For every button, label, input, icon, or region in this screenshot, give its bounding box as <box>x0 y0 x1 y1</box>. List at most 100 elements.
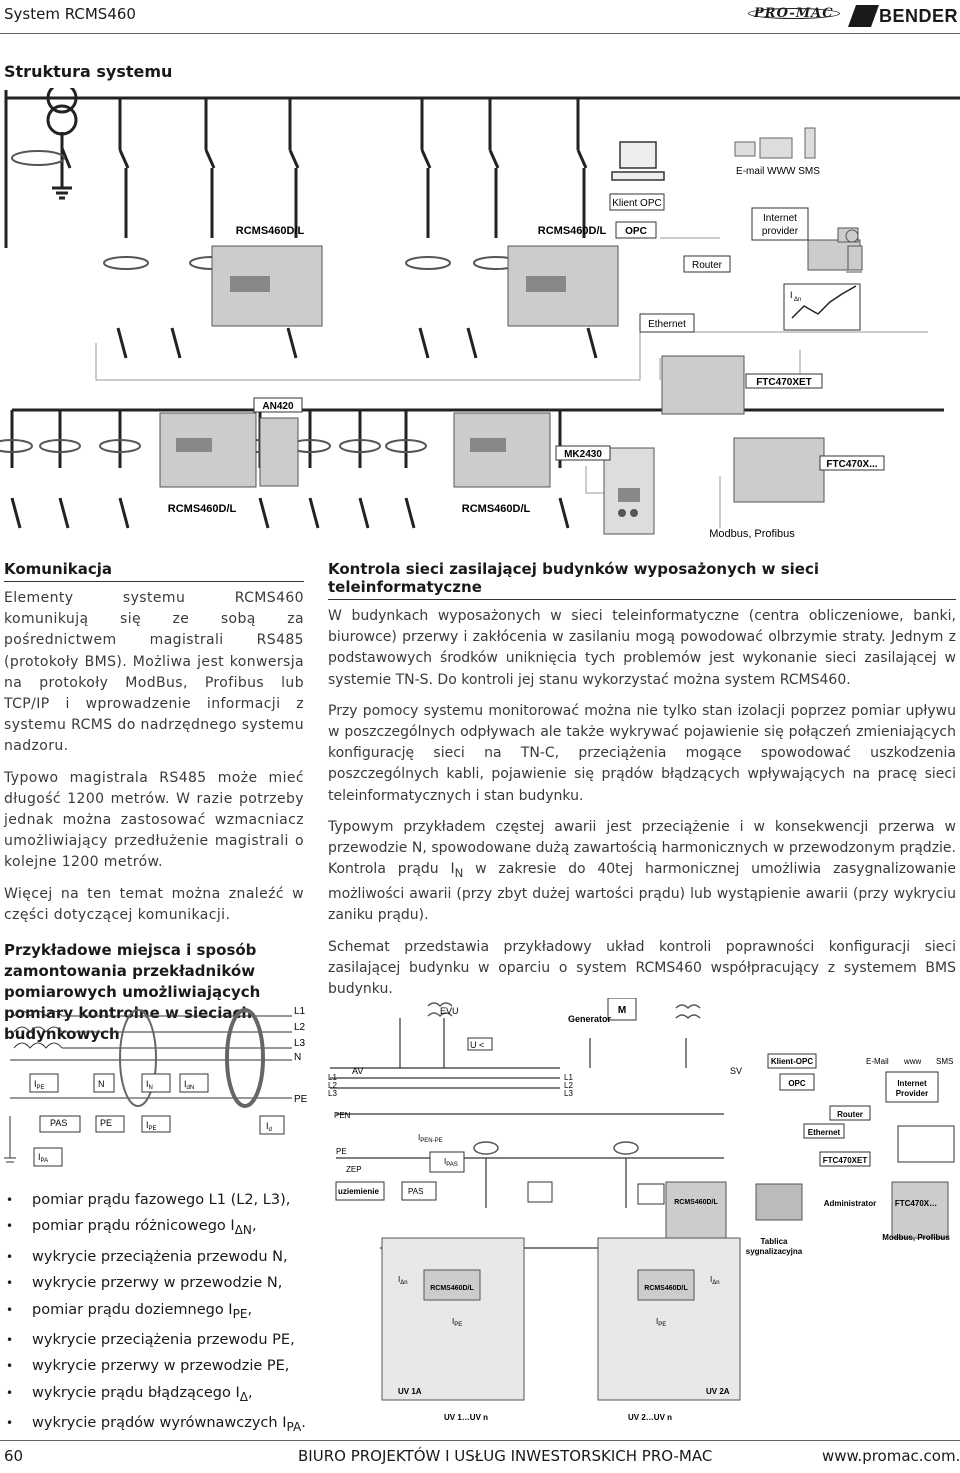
operator-workstation-icon <box>807 227 863 273</box>
label-provider: provider <box>762 226 799 237</box>
label-ipe-uv2: IPE <box>656 1317 666 1328</box>
label-id-box: Id <box>266 1121 272 1133</box>
bullet-item: wykrycie przeciążenia przewodu N, <box>4 1244 324 1271</box>
label-ipas: IPAS <box>444 1157 458 1168</box>
bender-logo: BENDER <box>847 4 958 28</box>
label-sv: SV <box>730 1066 742 1076</box>
label-rcms-right-top: RCMS460D/L <box>538 225 607 237</box>
bullet-item: wykrycie prądu błądzącego IΔ, <box>4 1380 324 1410</box>
label-rcms-left-bottom: RCMS460D/L <box>168 503 237 515</box>
email-devices-icon <box>734 127 816 159</box>
measurement-bullets: pomiar prądu fazowego L1 (L2, L3), pomia… <box>4 1187 324 1440</box>
label-rcms-uv2: RCMS460D/L <box>644 1285 688 1292</box>
label-pe-box: PE <box>100 1118 112 1128</box>
computer-icon <box>611 141 665 181</box>
label-internet-2: Internet <box>897 1079 927 1088</box>
label-rcms-right-top: RCMS460D/L <box>674 1199 718 1206</box>
system-structure-diagram: RCMS460D/L RCMS460D/L Klient OPC OPC E-m… <box>0 88 960 540</box>
label-generator: Generator <box>568 1014 612 1024</box>
label-email-2: E-Mail <box>866 1057 889 1066</box>
bullet-item: wykrycie prądów wyrównawczych IPA. <box>4 1410 324 1440</box>
label-pas-box: PAS <box>50 1118 67 1128</box>
label-rcms-uv1: RCMS460D/L <box>430 1285 474 1292</box>
left-column: Komunikacja Elementy systemu RCMS460 kom… <box>4 560 304 1045</box>
label-ftc470xet: FTC470XET <box>756 377 812 388</box>
label-l1-gen: L1 <box>564 1073 573 1082</box>
label-m: M <box>618 1005 626 1016</box>
idn-trend-curve <box>791 285 857 319</box>
label-av: AV <box>352 1066 363 1076</box>
label-ipe2-box: IPE <box>146 1120 157 1132</box>
label-ipe-box: IPE <box>34 1079 45 1091</box>
label-uv2n: UV 2…UV n <box>628 1413 672 1422</box>
right-paragraph-1: W budynkach wyposażonych w sieci teleinf… <box>328 608 956 688</box>
bullet-item: pomiar prądu fazowego L1 (L2, L3), <box>4 1187 324 1214</box>
bullet-item: wykrycie przerwy w przewodzie PE, <box>4 1353 324 1380</box>
footer-url[interactable]: www.promac.com.pl <box>822 1447 960 1465</box>
label-l1-left: L1 <box>294 1006 306 1017</box>
label-pe-right: PE <box>336 1147 347 1156</box>
footer-page-number: 60 <box>4 1447 24 1465</box>
label-klient-opc: Klient OPC <box>612 198 661 209</box>
label-idn-sub: Δn <box>794 297 801 303</box>
label-www-2: www <box>903 1057 922 1066</box>
label-uv2a: UV 2A <box>706 1387 730 1396</box>
left-paragraph-3: Więcej na ten temat można znaleźć w częś… <box>4 885 304 923</box>
promac-logo: PRO-MAC <box>748 6 840 21</box>
label-provider-2: Provider <box>896 1089 928 1098</box>
heading-komunikacja: Komunikacja <box>4 560 304 582</box>
bullet-item: wykrycie przerwy w przewodzie N, <box>4 1270 324 1297</box>
bender-logo-text: BENDER <box>878 5 958 26</box>
label-ftc470xet-2: FTC470XET <box>823 1156 868 1165</box>
bullet-item: wykrycie przeciążenia przewodu PE, <box>4 1327 324 1354</box>
right-column: Kontrola sieci zasilającej budynków wypo… <box>328 560 956 1010</box>
label-modbus-2: Modbus, Profibus <box>882 1233 950 1242</box>
label-pe-left: PE <box>294 1094 308 1105</box>
label-uziemienie: uziemienie <box>338 1187 379 1196</box>
label-opc-2: OPC <box>788 1079 806 1088</box>
label-uv1a: UV 1A <box>398 1387 422 1396</box>
bullet-item: pomiar prądu doziemnego IPE, <box>4 1297 324 1327</box>
building-network-diagram: L1 L2 L3 N PE IPE N IN IdN PAS PE IPE Id… <box>4 998 955 1422</box>
label-pas-right: PAS <box>408 1187 423 1196</box>
label-u-lt: U < <box>470 1040 484 1050</box>
label-an420: AN420 <box>262 401 294 412</box>
document-header-title: System RCMS460 <box>4 5 136 23</box>
right-paragraph-3-sub: N <box>454 866 464 881</box>
label-sms-2: SMS <box>936 1057 953 1066</box>
bullet-item: pomiar prądu różnicowego IΔN, <box>4 1213 324 1243</box>
label-router-2: Router <box>837 1110 863 1119</box>
label-ethernet-2: Ethernet <box>808 1128 841 1137</box>
bender-logo-mark <box>847 5 879 27</box>
label-l2-right: L2 <box>328 1081 337 1090</box>
label-klient-opc-2: Klient-OPC <box>771 1057 813 1066</box>
label-pen: PEN <box>334 1111 351 1120</box>
heading-transformer-locations: Przykładowe miejsca i sposób zamontowani… <box>4 941 261 1044</box>
label-idelta-uv2: IΔn <box>710 1275 720 1286</box>
heading-power-network-control: Kontrola sieci zasilającej budynków wypo… <box>328 560 956 600</box>
footer-divider <box>0 1440 960 1441</box>
right-paragraph-4: Schemat przedstawia przykładowy układ ko… <box>328 938 956 998</box>
right-paragraph-3-part-a: Typowym przykładem częstej awarii jest p… <box>328 818 956 878</box>
label-opc: OPC <box>625 226 647 237</box>
label-ftc470x: FTC470X... <box>826 459 877 470</box>
label-l3-right: L3 <box>328 1089 337 1098</box>
label-rcms-left-top: RCMS460D/L <box>236 225 305 237</box>
label-n-left: N <box>294 1052 301 1063</box>
left-paragraph-1: Elementy systemu RCMS460 komunikują się … <box>4 590 304 755</box>
label-mk2430: MK2430 <box>564 449 602 460</box>
label-tablica: Tablica <box>761 1237 789 1246</box>
label-idn-box: IdN <box>184 1079 194 1091</box>
label-l3-left: L3 <box>294 1038 306 1049</box>
label-ethernet: Ethernet <box>648 319 686 330</box>
left-paragraph-2: Typowo magistrala RS485 może mieć długoś… <box>4 769 304 871</box>
right-paragraph-2: Przy pomocy systemu monitorować można ni… <box>328 702 956 804</box>
label-l1-right: L1 <box>328 1073 337 1082</box>
label-idelta-uv1: IΔn <box>398 1275 408 1286</box>
label-ftc470x-2: FTC470X… <box>895 1199 937 1208</box>
label-rcms-mid-bottom: RCMS460D/L <box>462 503 531 515</box>
label-idn: I <box>790 290 793 300</box>
label-uv1n: UV 1…UV n <box>444 1413 488 1422</box>
label-sygnalizacyjna: sygnalizacyjna <box>746 1247 803 1256</box>
footer-company-name: BIURO PROJEKTÓW I USŁUG INWESTORSKICH PR… <box>298 1447 713 1465</box>
